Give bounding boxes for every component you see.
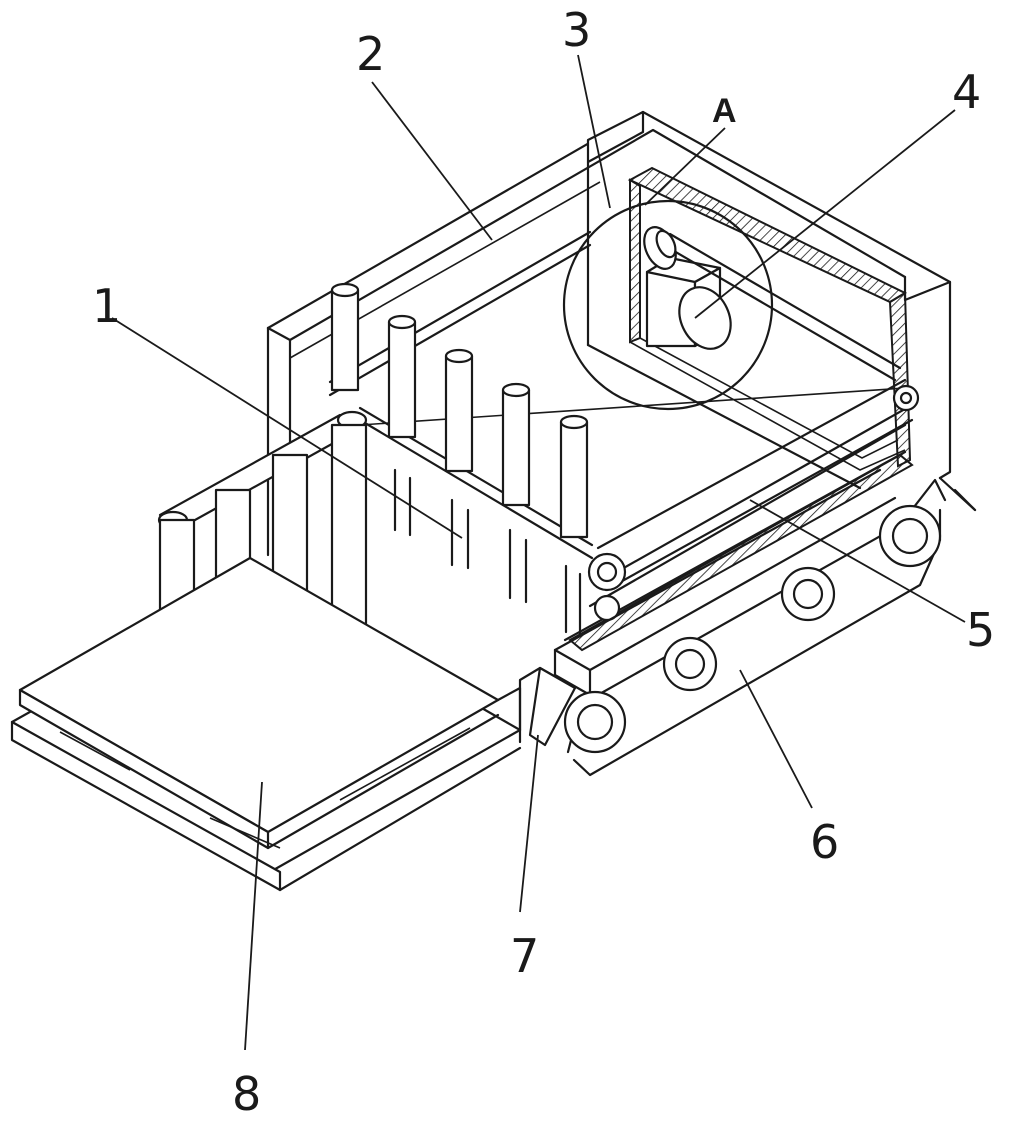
label-4: 4	[952, 65, 981, 119]
label-3: 3	[562, 3, 591, 57]
rear-cylinders	[332, 284, 587, 537]
fork-plates	[12, 558, 520, 890]
chassis	[498, 470, 895, 745]
label-5: 5	[966, 603, 995, 657]
label-6: 6	[810, 815, 839, 869]
label-2: 2	[356, 27, 385, 81]
label-7: 7	[510, 929, 539, 983]
crawler-track	[565, 478, 975, 775]
motor-housing	[588, 112, 910, 488]
label-8: 8	[232, 1067, 261, 1121]
label-1: 1	[92, 279, 121, 333]
label-a: A	[712, 92, 737, 130]
upper-plate	[360, 408, 592, 636]
